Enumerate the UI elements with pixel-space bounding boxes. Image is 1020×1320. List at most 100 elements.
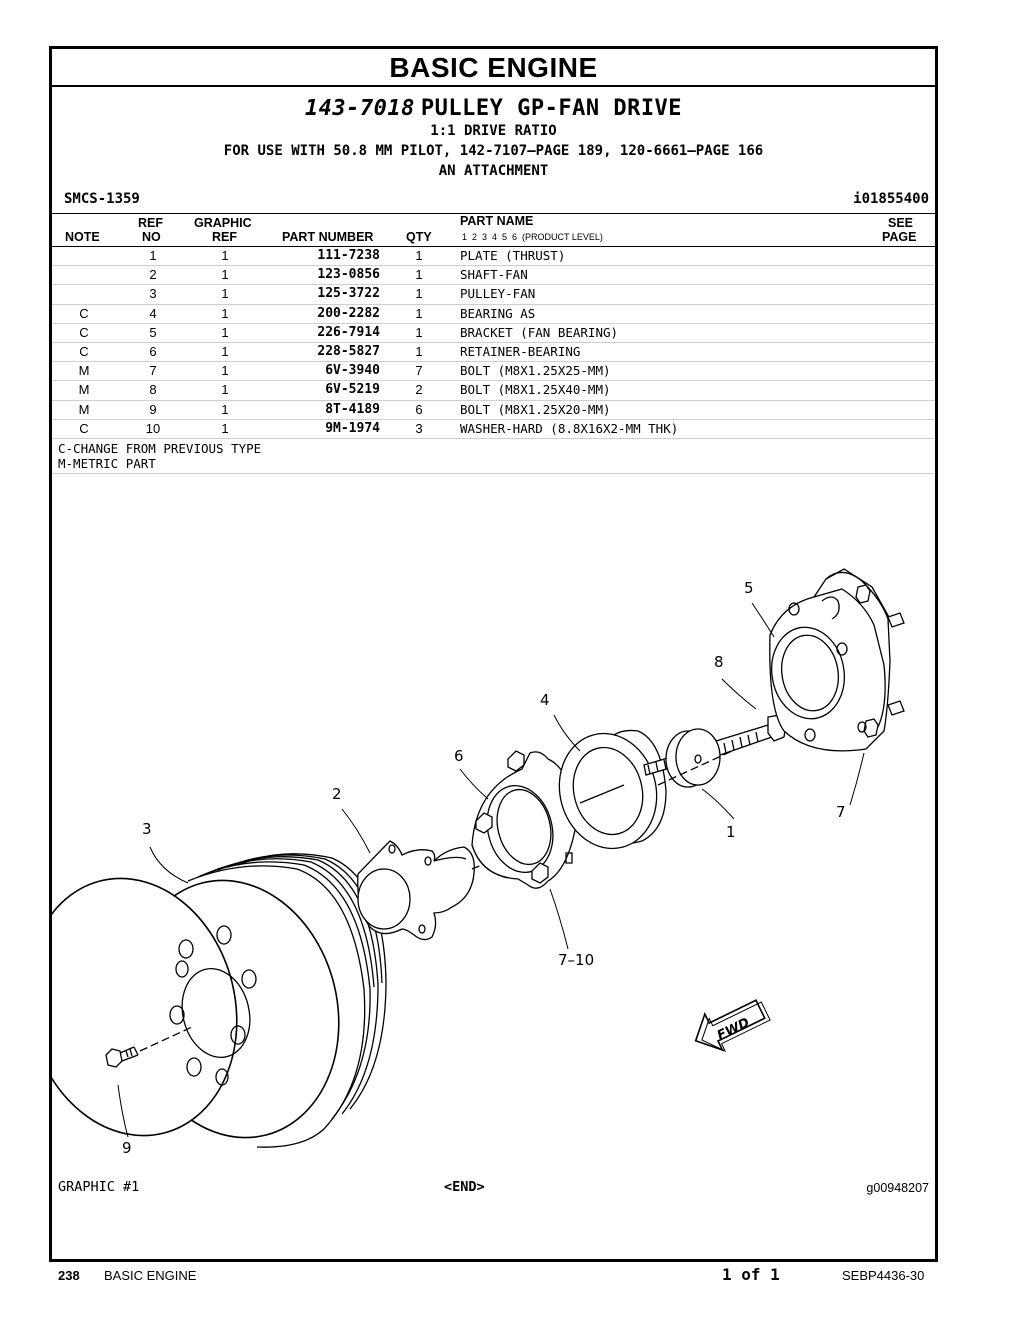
table-row: 3 1 125-3722 1 PULLEY-FAN: [52, 285, 935, 305]
note-cell: C: [79, 324, 89, 340]
header-ref-top: REF: [138, 216, 163, 230]
table-row: C 10 1 9M-1974 3 WASHER-HARD (8.8X16X2-MM THK…: [52, 420, 935, 439]
part-number-cell: 6V-5219: [325, 382, 380, 398]
notes-block: C-CHANGE FROM PREVIOUS TYPE M-METRIC PAR…: [52, 439, 935, 474]
callout-5: 5: [744, 579, 754, 597]
graphic-ref-cell: 1: [221, 286, 229, 302]
graphic-ref-cell: 1: [221, 420, 229, 436]
header-graphic-bottom: REF: [212, 230, 237, 244]
part-number-cell: 6V-3940: [325, 363, 380, 379]
plate-thrust-drawing: [665, 728, 721, 788]
part-name-cell: PULLEY-FAN: [460, 286, 536, 302]
section-title: BASIC ENGINE: [52, 49, 935, 87]
note-cell: C: [79, 420, 89, 436]
graphic-ref-cell: 1: [221, 343, 229, 359]
footer-section: BASIC ENGINE: [104, 1268, 197, 1283]
ref-no-cell: 6: [149, 343, 157, 359]
table-row: 2 1 123-0856 1 SHAFT-FAN: [52, 266, 935, 286]
header-qty: QTY: [406, 230, 432, 244]
part-number-cell: 123-0856: [317, 267, 380, 283]
qty-cell: 3: [415, 420, 423, 436]
qty-cell: 1: [415, 324, 423, 340]
ref-no-cell: 10: [145, 420, 161, 436]
parts-table: NOTE REF NO GRAPHIC REF PART NUMBER QTY …: [52, 213, 935, 474]
smcs-row: SMCS-1359 i01855400: [52, 191, 935, 214]
part-name-cell: WASHER-HARD (8.8X16X2-MM THK): [460, 420, 679, 436]
ref-no-cell: 7: [149, 363, 157, 379]
qty-cell: 1: [415, 343, 423, 359]
usage-note: FOR USE WITH 50.8 MM PILOT, 142-7107—PAG…: [223, 143, 764, 159]
part-name-cell: BOLT (M8X1.25X25-MM): [460, 363, 611, 379]
part-name-cell: SHAFT-FAN: [460, 267, 528, 283]
graphic-label: GRAPHIC #1: [58, 1179, 140, 1195]
qty-cell: 7: [415, 363, 423, 379]
note-metric: M-METRIC PART: [58, 455, 156, 471]
part-name-cell: BRACKET (FAN BEARING): [460, 324, 619, 340]
part-number-cell: 125-3722: [317, 286, 380, 302]
ref-no-cell: 3: [149, 286, 157, 302]
part-number-cell: 228-5827: [317, 343, 380, 359]
graphic-ref-cell: 1: [221, 363, 229, 379]
note-cell: M: [78, 401, 90, 417]
illustration-id: i01855400: [853, 191, 929, 207]
graphic-ref-cell: 1: [221, 401, 229, 417]
drive-ratio: 1:1 DRIVE RATIO: [430, 123, 557, 139]
part-name-cell: BOLT (M8X1.25X20-MM): [460, 401, 611, 417]
ref-no-cell: 9: [149, 401, 157, 417]
qty-cell: 1: [415, 267, 423, 283]
header-see-bottom: PAGE: [882, 230, 917, 244]
page-of: 1 of 1: [722, 1265, 780, 1284]
header-note: NOTE: [65, 230, 100, 244]
exploded-view-drawing: 3 2 6 4 5 8 1 7 7–10 9 FWD: [52, 568, 905, 1157]
qty-cell: 1: [415, 248, 423, 263]
callout-9: 9: [122, 1139, 132, 1157]
qty-cell: 1: [415, 286, 423, 302]
qty-cell: 1: [415, 305, 423, 321]
graphic-ref-cell: 1: [221, 382, 229, 398]
callout-6: 6: [454, 747, 464, 765]
ref-no-cell: 8: [149, 382, 157, 398]
page-number: 238: [58, 1268, 80, 1283]
note-cell: M: [78, 363, 90, 379]
table-row: C 6 1 228-5827 1 RETAINER-BEARING: [52, 343, 935, 363]
pulley-fan-drawing: [52, 853, 387, 1148]
callout-3: 3: [142, 820, 152, 838]
part-name-cell: PLATE (THRUST): [460, 248, 566, 263]
note-cell: C: [79, 343, 89, 359]
note-cell: C: [79, 305, 89, 321]
part-number-cell: 8T-4189: [325, 401, 380, 417]
attachment-note: AN ATTACHMENT: [438, 163, 549, 179]
part-number-cell: 9M-1974: [325, 420, 380, 436]
header-part-name: PART NAME: [460, 214, 534, 228]
part-number-cell: 226-7914: [317, 324, 380, 340]
header-ref-bottom: NO: [142, 230, 161, 244]
part-name-cell: RETAINER-BEARING: [460, 343, 581, 359]
ref-no-cell: 2: [149, 267, 157, 283]
shaft-fan-drawing: [357, 840, 475, 941]
ref-no-cell: 1: [149, 248, 157, 263]
smcs-code: SMCS-1359: [64, 191, 140, 207]
end-marker: <END>: [444, 1179, 485, 1195]
note-cell: M: [78, 382, 90, 398]
forward-arrow-icon: [694, 999, 771, 1052]
header-part-number: PART NUMBER: [282, 230, 374, 244]
graphic-ref-cell: 1: [221, 267, 229, 283]
header-graphic-top: GRAPHIC: [194, 216, 252, 230]
callout-8: 8: [714, 653, 724, 671]
header-see-top: SEE: [888, 216, 914, 230]
group-title: PULLEY GP-FAN DRIVE: [420, 96, 683, 121]
callout-7: 7: [836, 803, 846, 821]
ref-no-cell: 4: [149, 305, 157, 321]
header-product-level: 1 2 3 4 5 6 (PRODUCT LEVEL): [462, 232, 603, 242]
callout-1: 1: [726, 823, 736, 841]
bracket-fan-bearing-drawing: [769, 568, 905, 752]
